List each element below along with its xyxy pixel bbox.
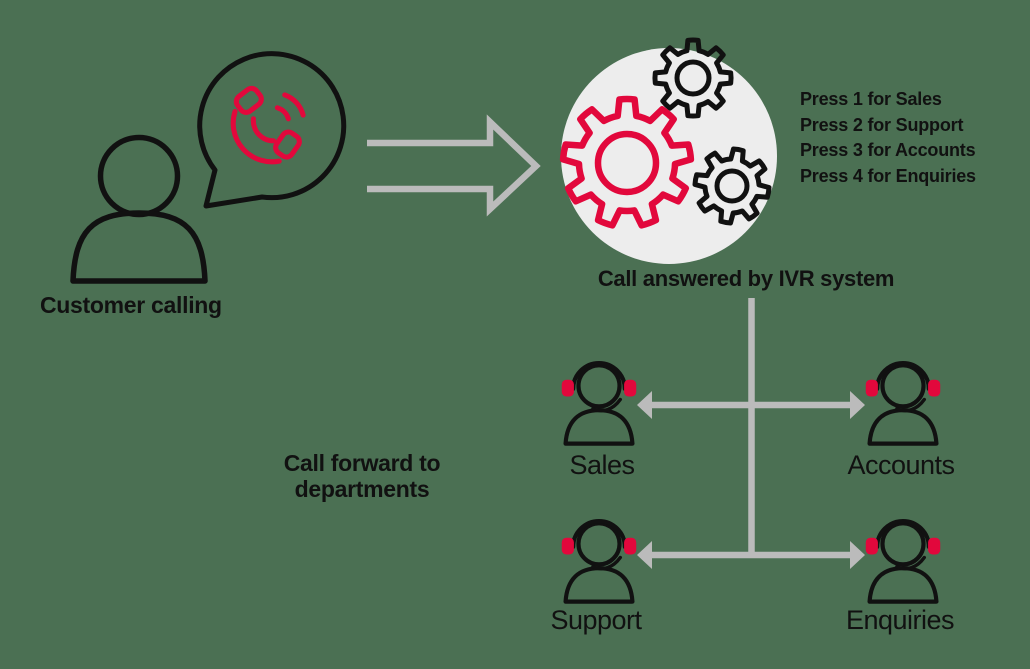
connector-lines xyxy=(637,298,865,569)
ivr-gears-icon xyxy=(559,37,777,264)
ivr-menu-option: Press 3 for Accounts xyxy=(800,140,976,160)
ivr-menu-option: Press 2 for Support xyxy=(800,114,964,135)
ivr-menu-option: Press 4 for Enquiries xyxy=(800,165,976,186)
signal-waves-icon xyxy=(274,92,306,122)
department-label-sales: Sales xyxy=(569,450,635,480)
department-label-support: Support xyxy=(550,605,642,635)
ivr-label: Call answered by IVR system xyxy=(597,266,895,291)
arrow-right-icon xyxy=(850,391,865,419)
customer-person-icon xyxy=(70,134,208,284)
arrow-right-icon xyxy=(850,541,865,569)
phone-handset-icon xyxy=(230,85,306,165)
agent-headset-icon-sales xyxy=(562,363,636,444)
department-label-enquiries: Enquiries xyxy=(845,605,955,635)
ivr-menu: Press 1 for Sales Press 2 for Support Pr… xyxy=(800,87,976,189)
black-gear-bottom-hole xyxy=(714,168,750,204)
ivr-menu-option: Press 1 for Sales xyxy=(800,89,942,109)
black-gear-top-icon xyxy=(652,37,734,119)
speech-bubble-outline xyxy=(197,51,347,209)
customer-head xyxy=(97,134,181,218)
arrow-left-icon xyxy=(637,391,652,419)
agent-headset-icon-support xyxy=(562,521,636,602)
arrow-left-icon xyxy=(637,541,652,569)
agent-headset-icon-accounts xyxy=(866,363,940,444)
customer-label: Customer calling xyxy=(40,292,222,318)
red-gear-icon xyxy=(559,95,695,229)
red-gear-hole xyxy=(594,130,660,196)
agent-headset-icon-enquiries xyxy=(866,521,940,602)
forward-label: Call forward to departments xyxy=(283,450,441,502)
black-gear-bottom-icon xyxy=(692,146,772,226)
speech-bubble-icon xyxy=(197,51,347,209)
department-label-accounts: Accounts xyxy=(847,450,955,480)
customer-body xyxy=(70,210,208,284)
flow-arrow-icon xyxy=(367,114,541,217)
black-gear-top-hole xyxy=(674,59,712,97)
